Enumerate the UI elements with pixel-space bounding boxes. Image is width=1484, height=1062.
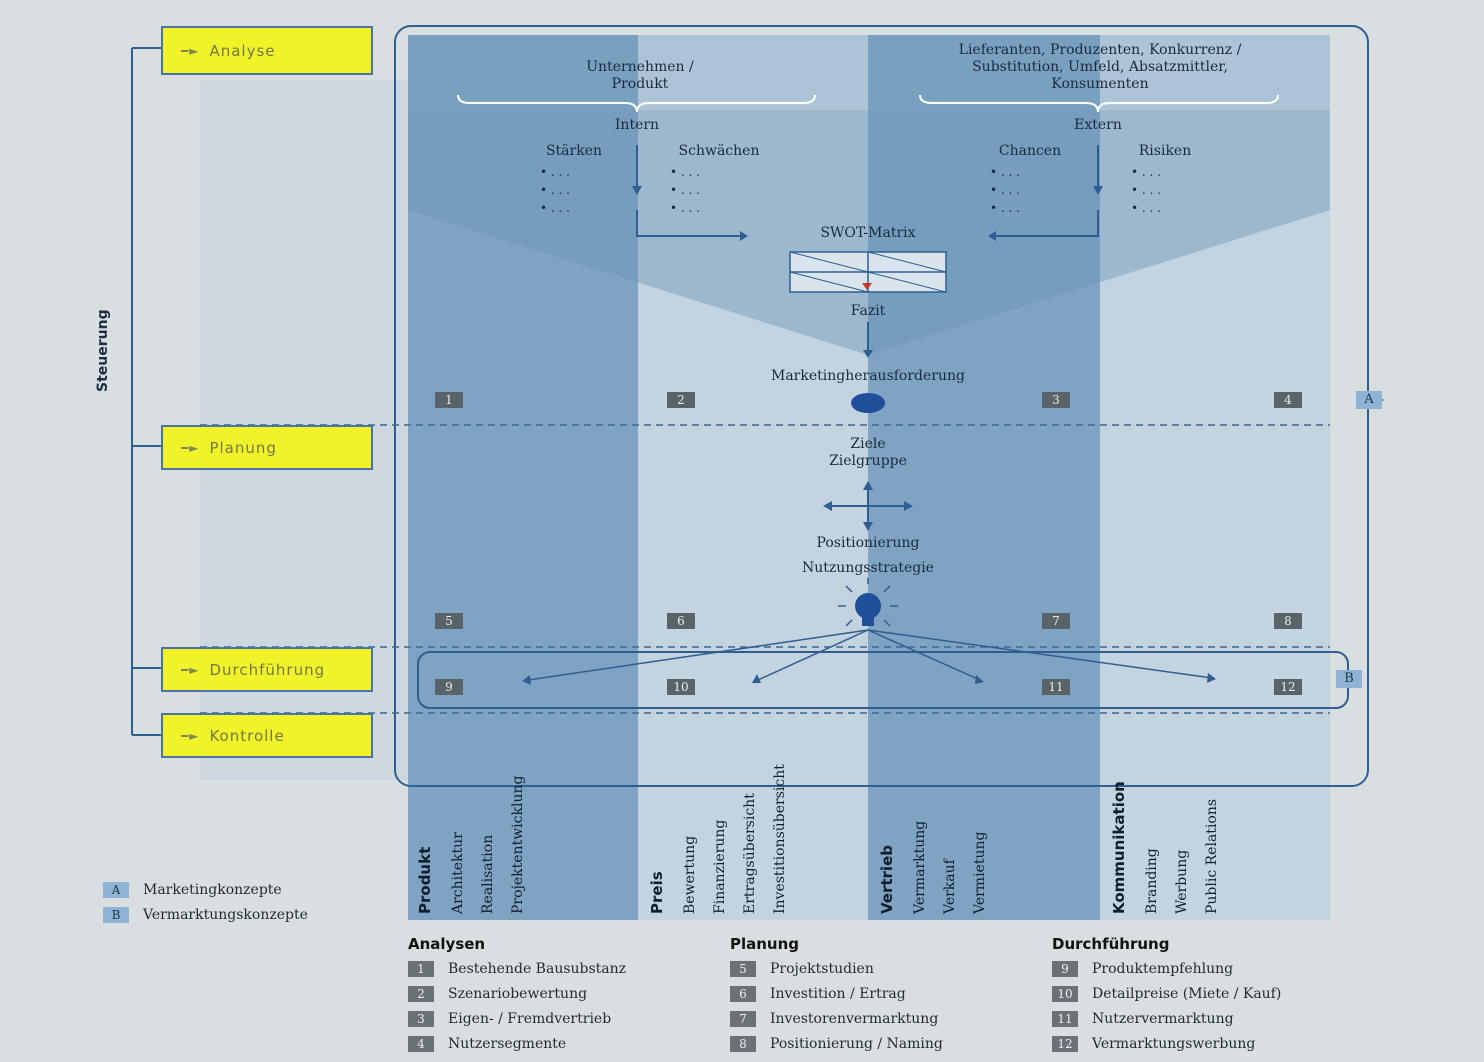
column-preis-item: Bewertung [682,835,698,914]
column-produkt-item: Realisation [480,834,496,914]
unternehmen-label: Unternehmen /Produkt [586,59,694,92]
column-produkt-item: Projektentwicklung [510,775,526,914]
ziele-label: Ziele [850,436,886,452]
staerken-bullets: • . . .• . . .• . . . [540,165,570,215]
legend-durchfuehrung-title: Durchführung [1052,935,1170,953]
chancen-label: Chancen [998,143,1062,159]
extern-label: Extern [1074,117,1122,133]
column-vertrieb-title: Vertrieb [878,845,896,914]
phase-analyse-label: Analyse [209,41,276,60]
step-number: 6 [667,613,695,629]
step-number: 10 [667,679,695,695]
schwaechen-bullets: • . . .• . . .• . . . [670,165,700,215]
arrow-right-icon: ━► [181,728,200,743]
staerken-label: Stärken [545,143,603,159]
column-preis-item: Ertragsübersicht [742,793,758,914]
column-kommunikation-item: Public Relations [1204,798,1220,914]
extern-sources-label: Lieferanten, Produzenten, Konkurrenz /Su… [958,42,1242,92]
phase-analyse: ━► Analyse [161,26,373,75]
steuerung-label: Steuerung [95,309,111,392]
step-number: 9 [435,679,463,695]
column-kommunikation-title: Kommunikation [1110,781,1128,914]
column-vertrieb-item: Vermarktung [912,820,928,914]
light-bulb-icon [838,578,898,627]
tag-a: A [1356,391,1382,409]
column-kommunikation-item: Branding [1144,848,1160,914]
chancen-bullets: • . . .• . . .• . . . [990,165,1020,215]
zielgruppe-label: Zielgruppe [829,453,907,469]
step-number: 11 [1042,679,1070,695]
step-number: 3 [1042,392,1070,408]
phase-planung-label: Planung [209,438,277,457]
step-number: 2 [667,392,695,408]
legend-a-label: Marketingkonzepte [143,882,282,898]
cross-arrows-icon [823,481,913,531]
legend-a-tag: A [103,882,129,898]
schwaechen-label: Schwächen [678,143,760,159]
column-vertrieb-item: Vermietung [972,831,988,914]
column-preis-item: Investitionsübersicht [772,764,788,914]
legend-a: A Marketingkonzepte [103,882,282,898]
nutzungsstrategie-label: Nutzungsstrategie [802,560,934,576]
tag-b: B [1336,670,1362,688]
column-preis-item: Finanzierung [712,819,728,914]
step-number: 4 [1274,392,1302,408]
legend-planung-title: Planung [730,935,800,953]
phase-kontrolle: ━► Kontrolle [161,713,373,758]
arrow-right-icon: ━► [181,440,200,455]
step-number: 12 [1274,679,1302,695]
step-number: 7 [1042,613,1070,629]
column-produkt-item: Architektur [450,832,466,914]
legend-b: B Vermarktungskonzepte [103,907,308,923]
arrow-right-icon: ━► [181,43,200,58]
step-number: 1 [435,392,463,408]
column-kommunikation-item: Werbung [1174,849,1190,914]
herausforderung-label: Marketingherausforderung [770,368,965,384]
phase-durchfuehrung-label: Durchführung [209,660,326,679]
herausforderung-dot [851,393,885,413]
column-vertrieb-item: Verkauf [942,859,958,914]
phase-durchfuehrung: ━► Durchführung [161,647,373,692]
step-number: 8 [1274,613,1302,629]
step-number: 5 [435,613,463,629]
swot-matrix-label: SWOT-Matrix [820,225,916,241]
column-preis-title: Preis [648,871,666,914]
risiken-label: Risiken [1138,143,1192,159]
legend-analysen-title: Analysen [408,935,486,953]
column-produkt-title: Produkt [416,846,434,914]
swot-matrix-icon [789,251,947,293]
fazit-label: Fazit [850,303,886,319]
legend-b-tag: B [103,907,129,923]
legend-b-label: Vermarktungskonzepte [143,907,308,923]
phase-planung: ━► Planung [161,425,373,470]
intern-label: Intern [614,117,660,133]
positionierung-label: Positionierung [816,535,920,551]
arrow-right-icon: ━► [181,662,200,677]
risiken-bullets: • . . .• . . .• . . . [1131,165,1161,215]
phase-kontrolle-label: Kontrolle [209,726,285,745]
